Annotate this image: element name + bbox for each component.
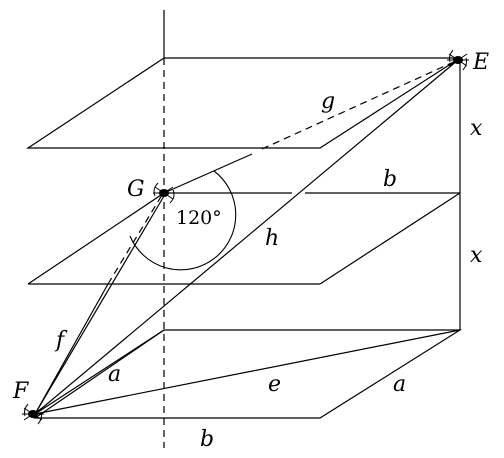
edge-label-g: g bbox=[321, 89, 335, 114]
edge-label-e: e bbox=[268, 372, 281, 397]
edge-label-f: f bbox=[54, 328, 68, 353]
segment-g-dashed bbox=[261, 59, 459, 150]
point-E-legs-icon bbox=[447, 49, 469, 71]
segment-f-dashed bbox=[107, 194, 163, 285]
point-F-legs-icon bbox=[22, 403, 44, 425]
point-marker-F bbox=[22, 403, 44, 425]
point-label-G: G bbox=[127, 177, 145, 202]
point-marker-G bbox=[153, 182, 175, 204]
angle-label: 120° bbox=[176, 207, 222, 229]
point-label-E: E bbox=[472, 50, 489, 75]
point-G-legs-icon bbox=[153, 182, 175, 204]
edge-label-b-top: b bbox=[383, 167, 397, 192]
segment-fg-second bbox=[34, 195, 165, 415]
edge-label-a-right: a bbox=[393, 372, 406, 397]
segment-g-solid bbox=[163, 153, 253, 194]
segment-e bbox=[34, 329, 461, 415]
bottom-plane bbox=[33, 329, 463, 419]
middle-plane bbox=[27, 192, 461, 285]
top-plane bbox=[26, 57, 463, 149]
middle-plane-right-edge bbox=[319, 192, 461, 285]
segment-h bbox=[34, 59, 459, 415]
middle-plane-left-edge bbox=[27, 192, 165, 285]
point-label-F: F bbox=[12, 379, 29, 404]
segments bbox=[34, 59, 461, 415]
edge-label-x-top: x bbox=[470, 116, 483, 141]
edge-label-x-bottom: x bbox=[470, 243, 483, 268]
angle-arc-120 bbox=[129, 170, 237, 271]
point-marker-E bbox=[447, 49, 469, 71]
segment-a bbox=[34, 329, 165, 415]
edge-label-b-bottom: b bbox=[200, 427, 214, 452]
edge-label-a-left: a bbox=[108, 362, 121, 387]
edge-label-h: h bbox=[265, 226, 279, 251]
